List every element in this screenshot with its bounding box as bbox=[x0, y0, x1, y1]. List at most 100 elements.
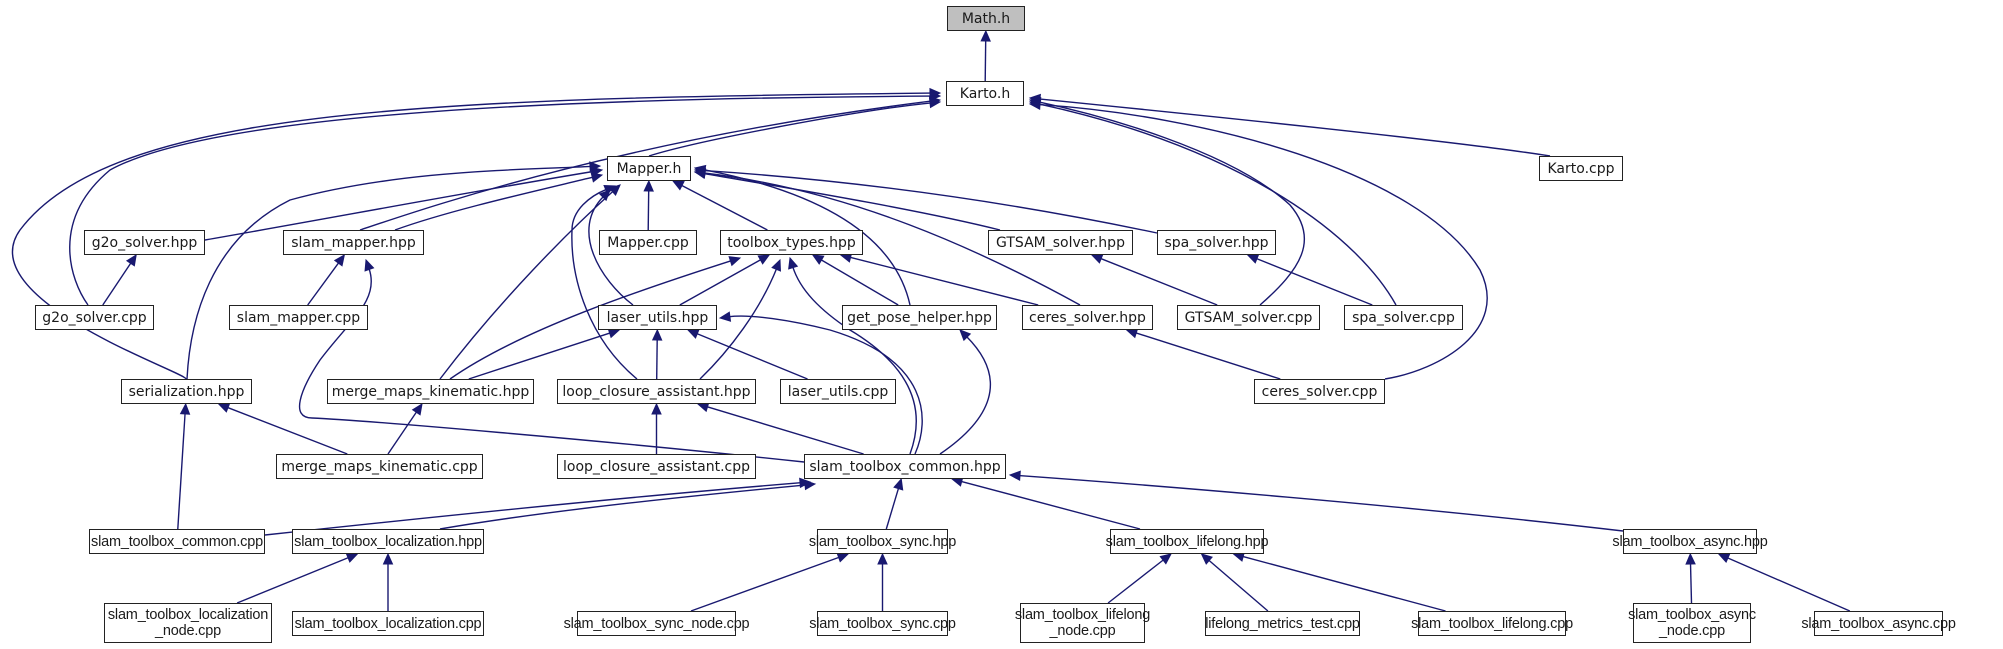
node-merge-maps-kinematic-hpp[interactable]: merge_maps_kinematic.hpp bbox=[327, 379, 534, 404]
edge-merge-maps-kinematic-hpp-to-laser-utils-hpp-arrowhead-icon bbox=[607, 328, 621, 339]
node-slam-toolbox-common-hpp[interactable]: slam_toolbox_common.hpp bbox=[804, 454, 1006, 479]
edge-gtsam-solver-cpp-to-gtsam-solver-hpp-arrowhead-icon bbox=[1090, 253, 1104, 264]
edge-merge-maps-kinematic-hpp-to-toolbox-types-hpp-arrowhead-icon bbox=[728, 256, 742, 267]
node-mapper-cpp[interactable]: Mapper.cpp bbox=[599, 230, 697, 255]
edge-karto-h-to-math-h bbox=[984, 39, 987, 82]
edge-laser-utils-hpp-to-toolbox-types-hpp bbox=[679, 258, 762, 306]
edge-gtsam-solver-cpp-to-gtsam-solver-hpp bbox=[1099, 257, 1218, 306]
node-gtsam-solver-cpp[interactable]: GTSAM_solver.cpp bbox=[1177, 305, 1320, 330]
edge-serialization-hpp-to-karto-h bbox=[11, 92, 932, 380]
edge-mapper-cpp-to-mapper-h-arrowhead-icon bbox=[643, 179, 654, 192]
edge-loop-closure-assistant-hpp-to-toolbox-types-hpp-arrowhead-icon bbox=[771, 258, 781, 272]
edge-spa-solver-hpp-to-mapper-h bbox=[703, 169, 1158, 234]
edge-serialization-hpp-to-mapper-h bbox=[186, 165, 592, 380]
edge-slam-toolbox-sync-cpp-to-slam-toolbox-sync-hpp-arrowhead-icon bbox=[877, 552, 888, 565]
edge-ceres-solver-cpp-to-ceres-solver-hpp bbox=[1135, 332, 1281, 380]
node-karto-h[interactable]: Karto.h bbox=[946, 81, 1024, 106]
node-slam-toolbox-sync-hpp[interactable]: slam_toolbox_sync.hpp bbox=[809, 529, 956, 554]
node-laser-utils-hpp[interactable]: laser_utils.hpp bbox=[598, 305, 717, 330]
edge-slam-toolbox-async-node-cpp-to-slam-toolbox-async-hpp-arrowhead-icon bbox=[1685, 552, 1696, 565]
edge-slam-toolbox-async-cpp-to-slam-toolbox-async-hpp bbox=[1726, 556, 1851, 612]
edge-toolbox-types-hpp-to-mapper-h bbox=[680, 184, 768, 231]
node-slam-toolbox-async-hpp[interactable]: slam_toolbox_async.hpp bbox=[1612, 529, 1768, 554]
edge-get-pose-helper-hpp-to-toolbox-types-hpp-arrowhead-icon bbox=[811, 254, 825, 265]
edge-gtsam-solver-cpp-to-karto-h bbox=[1038, 101, 1306, 306]
node-spa-solver-hpp[interactable]: spa_solver.hpp bbox=[1157, 230, 1276, 255]
edge-slam-toolbox-common-hpp-to-laser-utils-hpp-arrowhead-icon bbox=[718, 311, 732, 322]
edge-g2o-solver-cpp-to-g2o-solver-hpp-arrowhead-icon bbox=[125, 253, 137, 267]
node-karto-cpp[interactable]: Karto.cpp bbox=[1539, 156, 1623, 181]
node-slam-toolbox-lifelong-hpp[interactable]: slam_toolbox_lifelong.hpp bbox=[1106, 529, 1269, 554]
edge-mapper-h-to-karto-h bbox=[648, 102, 932, 157]
node-g2o-solver-hpp[interactable]: g2o_solver.hpp bbox=[84, 230, 205, 255]
edge-merge-maps-kinematic-cpp-to-merge-maps-kinematic-hpp bbox=[387, 411, 418, 455]
edge-merge-maps-kinematic-cpp-to-serialization-hpp bbox=[226, 406, 348, 455]
node-slam-toolbox-sync-node-cpp[interactable]: slam_toolbox_sync_node.cpp bbox=[564, 611, 750, 636]
node-slam-toolbox-lifelong-cpp[interactable]: slam_toolbox_lifelong.cpp bbox=[1411, 611, 1573, 636]
edge-g2o-solver-hpp-to-mapper-h bbox=[204, 170, 594, 241]
node-get-pose-helper-hpp[interactable]: get_pose_helper.hpp bbox=[842, 305, 997, 330]
edge-slam-toolbox-localization-hpp-to-slam-toolbox-common-hpp-arrowhead-icon bbox=[804, 479, 817, 491]
edge-slam-mapper-hpp-to-mapper-h bbox=[394, 176, 594, 231]
edge-slam-toolbox-lifelong-cpp-to-slam-toolbox-lifelong-hpp bbox=[1242, 555, 1446, 612]
edge-merge-maps-kinematic-hpp-to-laser-utils-hpp bbox=[468, 332, 611, 380]
edge-slam-toolbox-localization-node-cpp-to-slam-toolbox-localization-hpp bbox=[236, 556, 350, 604]
edge-mapper-cpp-to-mapper-h bbox=[647, 189, 650, 231]
node-merge-maps-kinematic-cpp[interactable]: merge_maps_kinematic.cpp bbox=[276, 454, 483, 479]
edge-spa-solver-cpp-to-spa-solver-hpp-arrowhead-icon bbox=[1246, 254, 1260, 264]
edge-slam-toolbox-sync-node-cpp-to-slam-toolbox-sync-hpp bbox=[690, 556, 840, 612]
edge-slam-toolbox-common-hpp-to-laser-utils-hpp bbox=[728, 315, 923, 455]
edge-karto-h-to-math-h-arrowhead-icon bbox=[980, 29, 991, 42]
edge-serialization-hpp-to-karto-h-arrowhead-icon bbox=[929, 87, 942, 99]
edge-slam-toolbox-common-hpp-to-loop-closure-assistant-hpp bbox=[706, 405, 864, 455]
edge-gtsam-solver-hpp-to-mapper-h bbox=[703, 172, 1001, 231]
edge-slam-toolbox-lifelong-node-cpp-to-slam-toolbox-lifelong-hpp bbox=[1107, 558, 1165, 604]
edge-merge-maps-kinematic-cpp-to-serialization-hpp-arrowhead-icon bbox=[217, 402, 231, 413]
node-slam-toolbox-sync-cpp[interactable]: slam_toolbox_sync.cpp bbox=[809, 611, 956, 636]
node-slam-toolbox-localization-hpp[interactable]: slam_toolbox_localization.hpp bbox=[292, 529, 484, 554]
edge-laser-utils-hpp-to-mapper-h bbox=[588, 195, 634, 306]
edge-g2o-solver-cpp-to-karto-h bbox=[69, 95, 932, 306]
node-slam-toolbox-localization-cpp[interactable]: slam_toolbox_localization.cpp bbox=[292, 611, 484, 636]
edge-loop-closure-assistant-hpp-to-toolbox-types-hpp bbox=[699, 268, 778, 380]
node-g2o-solver-cpp[interactable]: g2o_solver.cpp bbox=[35, 305, 154, 330]
edge-slam-toolbox-localization-node-cpp-to-slam-toolbox-localization-hpp-arrowhead-icon bbox=[345, 553, 359, 563]
node-ceres-solver-cpp[interactable]: ceres_solver.cpp bbox=[1254, 379, 1385, 404]
node-serialization-hpp[interactable]: serialization.hpp bbox=[121, 379, 252, 404]
edge-lifelong-metrics-test-cpp-to-slam-toolbox-lifelong-hpp bbox=[1207, 559, 1269, 612]
edge-slam-toolbox-common-hpp-to-slam-mapper-hpp bbox=[298, 268, 805, 463]
edge-slam-toolbox-common-cpp-to-slam-toolbox-common-hpp bbox=[264, 482, 802, 536]
edge-slam-mapper-hpp-to-karto-h bbox=[359, 100, 932, 231]
edge-slam-toolbox-async-hpp-to-slam-toolbox-common-hpp-arrowhead-icon bbox=[1008, 470, 1021, 482]
edge-ceres-solver-hpp-to-toolbox-types-hpp bbox=[849, 256, 1039, 306]
node-laser-utils-cpp[interactable]: laser_utils.cpp bbox=[780, 379, 896, 404]
edge-laser-utils-hpp-to-toolbox-types-hpp-arrowhead-icon bbox=[757, 254, 771, 265]
edge-slam-toolbox-common-hpp-to-slam-mapper-hpp-arrowhead-icon bbox=[364, 258, 375, 272]
node-slam-toolbox-lifelong-node-cpp[interactable]: slam_toolbox_lifelong _node.cpp bbox=[1015, 603, 1150, 643]
edge-ceres-solver-cpp-to-karto-h-arrowhead-icon bbox=[1028, 99, 1041, 110]
node-loop-closure-assistant-cpp[interactable]: loop_closure_assistant.cpp bbox=[557, 454, 756, 479]
node-slam-mapper-cpp[interactable]: slam_mapper.cpp bbox=[229, 305, 368, 330]
edge-slam-toolbox-common-cpp-to-serialization-hpp bbox=[177, 412, 186, 530]
edge-loop-closure-assistant-hpp-to-mapper-h bbox=[571, 188, 638, 380]
edge-loop-closure-assistant-cpp-to-loop-closure-assistant-hpp-arrowhead-icon bbox=[651, 402, 662, 415]
edge-slam-toolbox-lifelong-node-cpp-to-slam-toolbox-lifelong-hpp-arrowhead-icon bbox=[1159, 553, 1172, 565]
node-slam-toolbox-common-cpp[interactable]: slam_toolbox_common.cpp bbox=[89, 529, 265, 554]
node-gtsam-solver-hpp[interactable]: GTSAM_solver.hpp bbox=[988, 230, 1133, 255]
node-spa-solver-cpp[interactable]: spa_solver.cpp bbox=[1344, 305, 1463, 330]
node-slam-toolbox-async-cpp[interactable]: slam_toolbox_async.cpp bbox=[1801, 611, 1956, 636]
edge-slam-toolbox-common-hpp-to-get-pose-helper-hpp bbox=[939, 335, 992, 455]
edge-slam-toolbox-common-hpp-to-toolbox-types-hpp-arrowhead-icon bbox=[788, 256, 799, 270]
node-loop-closure-assistant-hpp[interactable]: loop_closure_assistant.hpp bbox=[557, 379, 756, 404]
edge-spa-solver-cpp-to-spa-solver-hpp bbox=[1255, 257, 1373, 306]
node-ceres-solver-hpp[interactable]: ceres_solver.hpp bbox=[1022, 305, 1153, 330]
node-slam-toolbox-async-node-cpp[interactable]: slam_toolbox_async _node.cpp bbox=[1628, 603, 1756, 643]
edge-spa-solver-cpp-to-karto-h bbox=[1038, 103, 1397, 306]
node-lifelong-metrics-test-cpp[interactable]: lifelong_metrics_test.cpp bbox=[1205, 611, 1360, 636]
node-slam-toolbox-localization-node-cpp[interactable]: slam_toolbox_localization _node.cpp bbox=[104, 603, 272, 643]
node-math-h[interactable]: Math.h bbox=[947, 6, 1025, 31]
edge-slam-toolbox-common-hpp-to-get-pose-helper-hpp-arrowhead-icon bbox=[959, 329, 972, 342]
node-mapper-h[interactable]: Mapper.h bbox=[607, 156, 691, 181]
node-slam-mapper-hpp[interactable]: slam_mapper.hpp bbox=[283, 230, 424, 255]
node-toolbox-types-hpp[interactable]: toolbox_types.hpp bbox=[720, 230, 863, 255]
